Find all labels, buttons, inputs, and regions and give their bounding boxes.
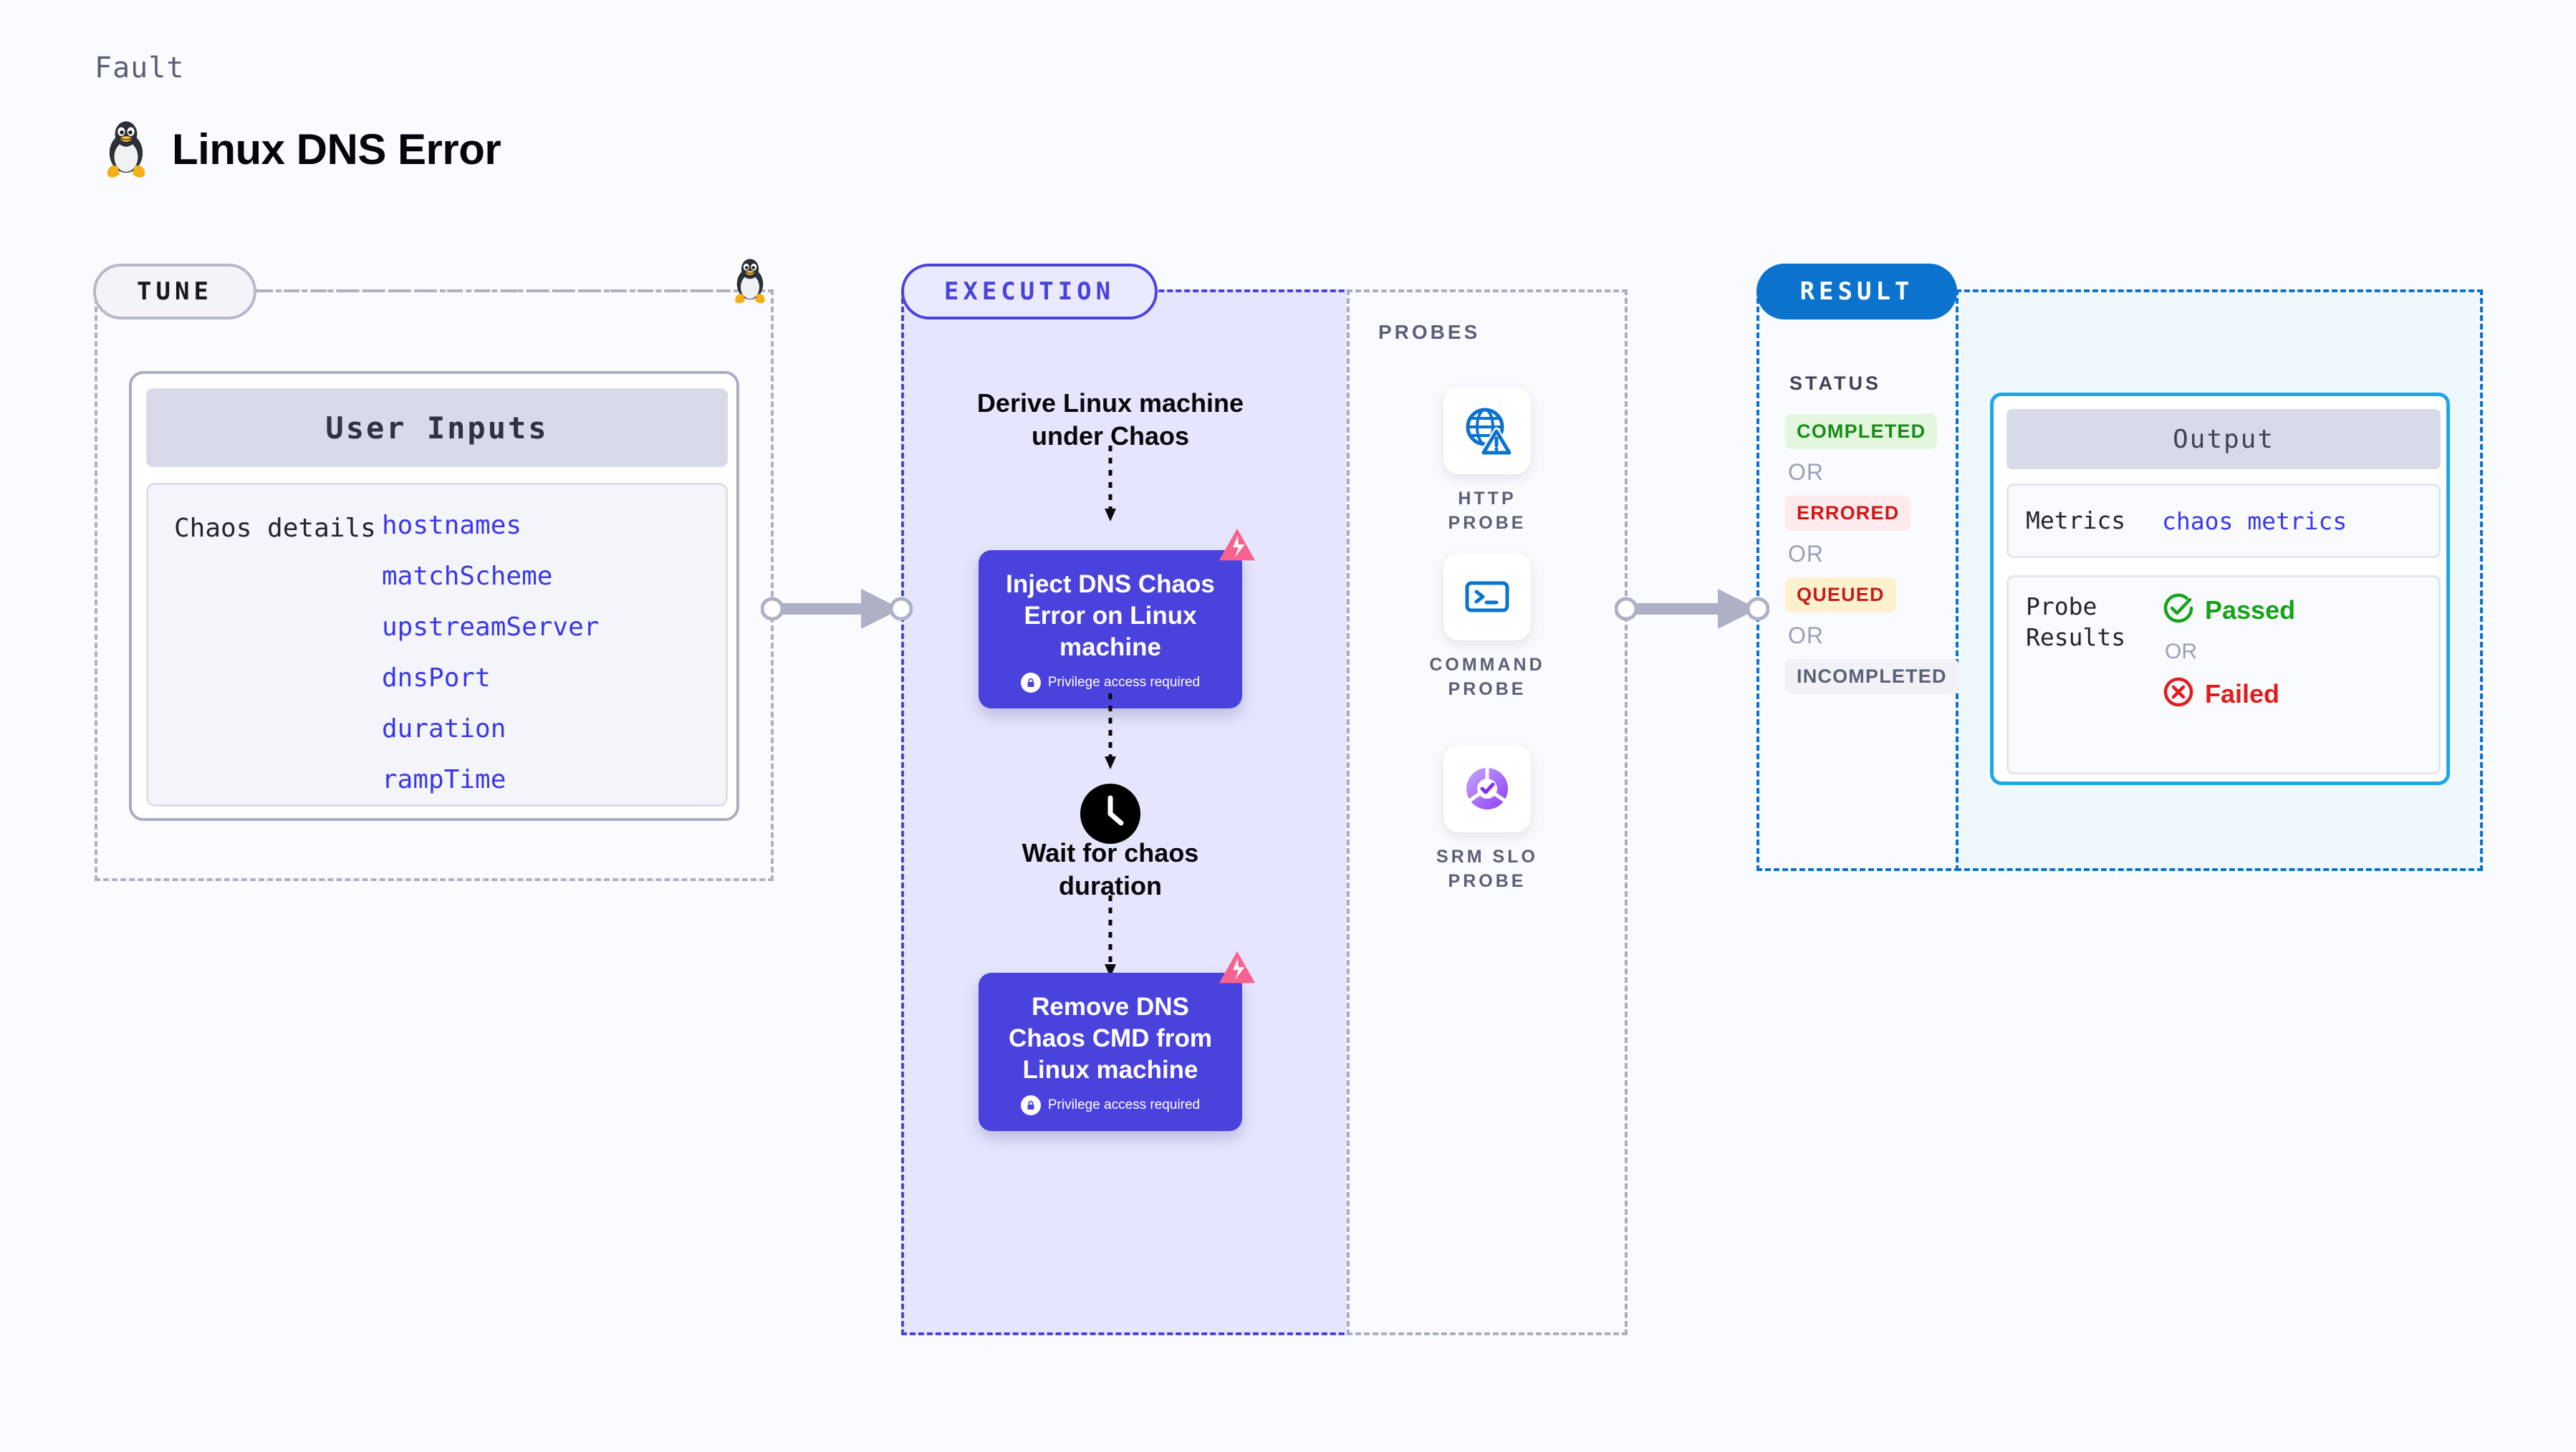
probe-http[interactable]: HTTP PROBE	[1416, 387, 1559, 536]
probes-title: PROBES	[1378, 321, 1481, 343]
globe-warning-icon	[1443, 387, 1531, 474]
execution-step-wait-label: Wait for chaos duration	[1022, 838, 1199, 901]
linux-tux-icon	[100, 118, 152, 180]
output-card-title: Output	[2007, 409, 2441, 469]
status-or-2: OR	[1788, 541, 1824, 567]
status-title: STATUS	[1789, 372, 1881, 394]
tune-lead-line	[256, 289, 729, 292]
execution-step-derive-label: Derive Linux machine under Chaos	[976, 388, 1244, 451]
chaos-logo-icon	[1216, 526, 1258, 571]
probe-result-or: OR	[2165, 640, 2197, 663]
probe-command[interactable]: COMMAND PROBE	[1416, 553, 1559, 702]
probe-result-passed-label: Passed	[2205, 595, 2296, 625]
page-kicker: Fault	[95, 52, 185, 85]
probe-command-label: COMMAND PROBE	[1429, 655, 1545, 699]
chaos-details-label: Chaos details	[174, 514, 376, 543]
connector-tune-to-execution	[761, 589, 913, 629]
result-pill[interactable]: RESULT	[1756, 264, 1957, 319]
flow-arrow-1	[1105, 446, 1116, 521]
execution-card-inject-note: Privilege access required	[994, 673, 1226, 693]
clock-icon	[1079, 782, 1142, 849]
status-badge-completed: COMPLETED	[1785, 414, 1938, 449]
terminal-icon	[1443, 553, 1531, 640]
execution-card-inject[interactable]: Inject DNS Chaos Error on Linux machine …	[979, 528, 1256, 709]
privilege-note-text: Privilege access required	[1047, 675, 1201, 691]
user-inputs-title: User Inputs	[146, 388, 728, 467]
user-inputs-card: User Inputs Chaos details hostnames matc…	[129, 371, 739, 821]
probe-result-failed: Failed	[2162, 675, 2295, 712]
output-row-metrics: Metrics chaos metrics	[2007, 484, 2441, 558]
status-list: COMPLETED OR ERRORED OR QUEUED OR INCOMP…	[1785, 414, 1959, 694]
execution-pill[interactable]: EXECUTION	[901, 264, 1158, 319]
chaos-logo-icon	[1216, 948, 1258, 994]
execution-card-remove-note: Privilege access required	[994, 1095, 1226, 1116]
flow-arrow-3	[1105, 895, 1116, 977]
status-or-3: OR	[1788, 622, 1824, 648]
privilege-note-text: Privilege access required	[1047, 1097, 1201, 1113]
chaos-details-param-list: hostnames matchScheme upstreamServer dns…	[382, 511, 599, 804]
status-badge-errored: ERRORED	[1785, 496, 1911, 531]
status-or-1: OR	[1788, 459, 1824, 485]
output-probe-results-key: Probe Results	[2026, 592, 2126, 651]
slo-donut-check-icon	[1443, 745, 1531, 832]
probe-result-failed-label: Failed	[2205, 678, 2280, 708]
linux-tux-icon	[729, 256, 771, 309]
param-hostnames[interactable]: hostnames	[382, 511, 522, 540]
probe-srm-slo-label: SRM SLO PROBE	[1436, 847, 1538, 891]
tune-pill[interactable]: TUNE	[93, 264, 256, 319]
execution-card-remove[interactable]: Remove DNS Chaos CMD from Linux machine …	[979, 951, 1256, 1132]
execution-card-remove-title: Remove DNS Chaos CMD from Linux machine	[1009, 993, 1212, 1084]
output-metrics-key: Metrics	[2026, 506, 2126, 534]
param-upstreamserver[interactable]: upstreamServer	[382, 612, 600, 642]
output-metrics-value[interactable]: chaos metrics	[2162, 506, 2347, 535]
probe-http-label: HTTP PROBE	[1448, 489, 1527, 533]
lock-icon	[1020, 1095, 1041, 1116]
status-badge-incompleted: INCOMPLETED	[1785, 659, 1959, 694]
probe-result-passed: Passed	[2162, 592, 2295, 628]
lock-icon	[1020, 673, 1041, 693]
param-matchscheme[interactable]: matchScheme	[382, 562, 553, 591]
execution-card-inject-title: Inject DNS Chaos Error on Linux machine	[1006, 570, 1215, 661]
param-ramptime[interactable]: rampTime	[382, 765, 506, 794]
param-duration[interactable]: duration	[382, 714, 506, 744]
output-row-probe-results: Probe Results Passed OR	[2007, 575, 2441, 774]
status-badge-queued: QUEUED	[1785, 577, 1896, 612]
x-circle-icon	[2162, 675, 2195, 712]
output-probe-results-values: Passed OR Failed	[2162, 592, 2295, 758]
page-title: Linux DNS Error	[172, 125, 501, 173]
connector-execution-to-result	[1615, 589, 1769, 629]
output-card: Output Metrics chaos metrics Probe Resul…	[1990, 393, 2450, 785]
check-circle-icon	[2162, 592, 2195, 628]
param-dnsport[interactable]: dnsPort	[382, 663, 491, 693]
probe-srm-slo[interactable]: SRM SLO PROBE	[1416, 745, 1559, 894]
flow-arrow-2	[1105, 693, 1116, 769]
chaos-details-group: Chaos details hostnames matchScheme upst…	[146, 483, 728, 807]
page-title-row: Linux DNS Error	[100, 118, 501, 180]
